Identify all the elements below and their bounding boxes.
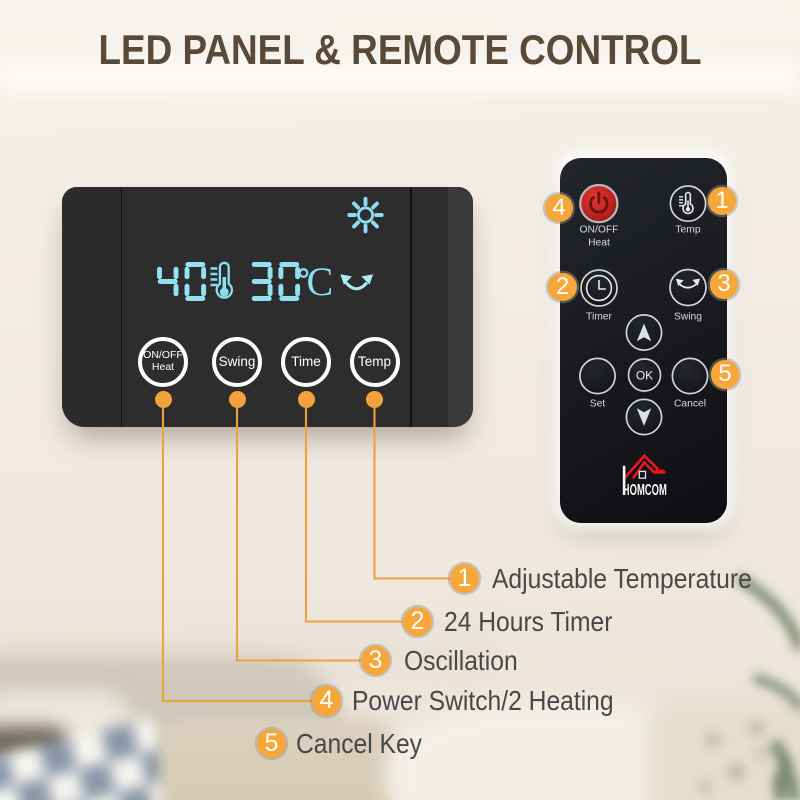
svg-text:HOMCOM: HOMCOM	[623, 482, 667, 499]
svg-text:Swing: Swing	[674, 312, 702, 323]
svg-text:OK: OK	[636, 369, 653, 383]
svg-text:Cancel: Cancel	[674, 399, 706, 410]
svg-text:Timer: Timer	[586, 312, 612, 323]
svg-text:Set: Set	[590, 399, 606, 410]
svg-text:Heat: Heat	[588, 238, 610, 249]
svg-text:ON/OFF: ON/OFF	[580, 225, 619, 236]
svg-text:Temp: Temp	[675, 225, 700, 236]
svg-text:C: C	[307, 259, 334, 304]
